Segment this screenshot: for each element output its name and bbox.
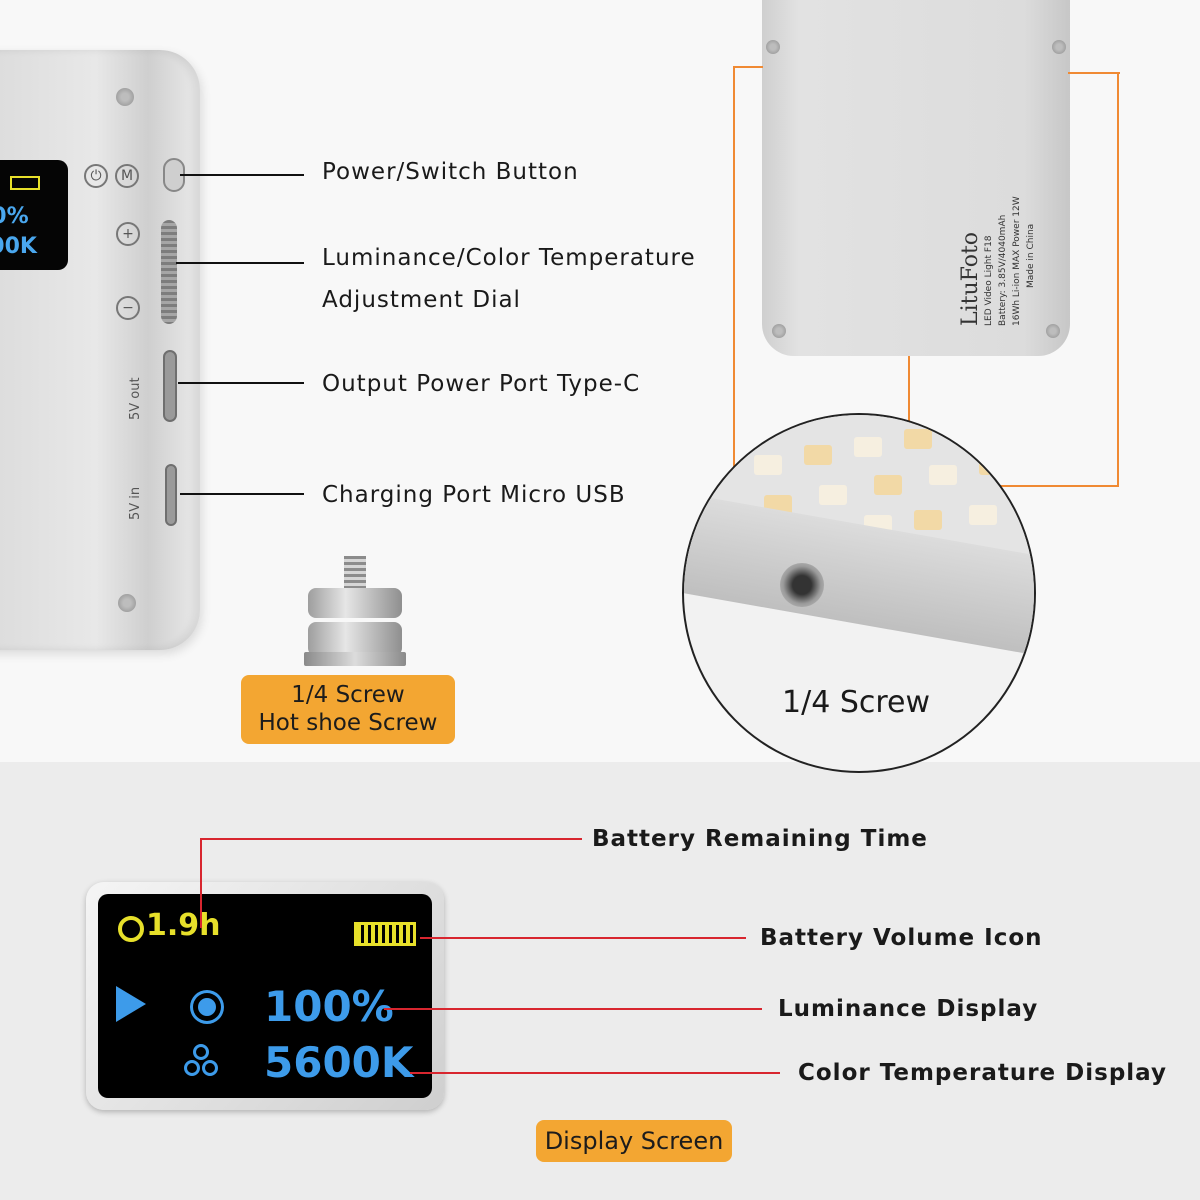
red-leader-line [200,838,202,928]
color-temp-icon [184,1060,200,1076]
leader-line [180,174,304,176]
screw-hole-icon [780,563,824,607]
spec-model: LED Video Light F18 [984,235,994,326]
red-leader-line [420,937,746,939]
spec-battery: Battery: 3.85V/4040mAh [998,214,1008,326]
leader-line [178,382,304,384]
hotshoe-label: 1/4 Screw Hot shoe Screw [241,675,455,744]
display-screen: 1.9h 100% 5600K [86,882,444,1110]
screw-icon [116,88,134,106]
hotshoe-label-line2: Hot shoe Screw [258,710,438,736]
orange-frame-line [733,66,763,68]
usb-c-port [163,350,177,422]
callout-power: Power/Switch Button [322,159,579,185]
orange-frame-line [733,66,735,476]
leader-line [176,262,304,264]
color-temp-value: 5600K [264,1038,414,1087]
callout-charging: Charging Port Micro USB [322,482,626,508]
red-leader-line [410,1072,780,1074]
brightness-icon [198,998,216,1016]
power-icon: ⏻ [84,164,108,188]
red-leader-line [200,838,582,840]
clock-icon [118,916,144,942]
plus-icon: + [116,222,140,246]
magnifier-label: 1/4 Screw [782,685,931,720]
device-back-panel: LituFoto LED Video Light F18 Battery: 3.… [762,0,1070,356]
spec-power: 16Wh Li-ion MAX Power 12W [1012,196,1022,326]
display-screen-inner: 1.9h 100% 5600K [98,894,432,1098]
label-color-temp: Color Temperature Display [798,1060,1167,1086]
mode-icon: M [115,164,139,188]
leader-line [180,493,304,495]
device-screen: 00% 600K [0,160,68,270]
label-battery-icon: Battery Volume Icon [760,925,1043,951]
spec-origin: Made in China [1026,223,1036,288]
callout-dial-line2: Adjustment Dial [322,287,521,313]
label-5v-out: 5V out [128,377,143,420]
hotshoe-screw [300,556,410,674]
minus-icon: − [116,296,140,320]
device-screen-luminance: 00% [0,204,29,229]
display-screen-caption: Display Screen [536,1120,732,1162]
orange-frame-line [1117,72,1119,486]
label-battery-time: Battery Remaining Time [592,826,928,852]
battery-volume-icon [354,922,416,946]
micro-usb-port [165,464,177,526]
luminance-value: 100% [264,982,394,1031]
orange-frame-line [1068,72,1120,74]
magnifier-circle: 1/4 Screw [682,413,1036,773]
hotshoe-label-line1: 1/4 Screw [291,682,405,708]
battery-time-value: 1.9h [146,908,221,943]
screw-icon [118,594,136,612]
callout-output: Output Power Port Type-C [322,371,641,397]
adjustment-dial[interactable] [161,220,177,324]
red-leader-line [384,1008,762,1010]
callout-dial-line1: Luminance/Color Temperature [322,245,696,271]
label-luminance: Luminance Display [778,996,1039,1022]
battery-icon [10,176,40,190]
brand-name: LituFoto [958,231,983,326]
play-icon [116,986,146,1022]
device-screen-temp: 600K [0,234,37,259]
label-5v-in: 5V in [128,486,143,520]
